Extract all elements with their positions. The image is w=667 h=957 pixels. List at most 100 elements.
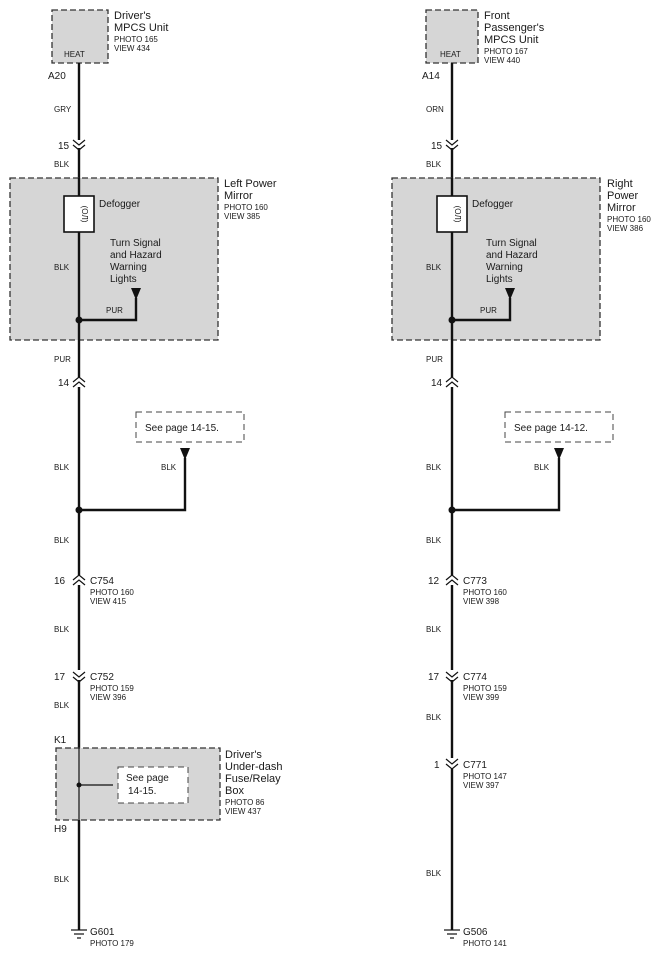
right-c773-symbol (445, 574, 459, 586)
left-mpcs-view: VIEW 434 (114, 44, 151, 53)
left-c754-pin: 16 (54, 576, 66, 587)
left-connector-14-pin: 14 (58, 378, 70, 389)
right-mpcs-name-3: MPCS Unit (484, 34, 538, 46)
left-c754-name: C754 (90, 576, 114, 587)
left-pin-k1: K1 (54, 735, 67, 746)
right-mpcs-heat-label: HEAT (440, 50, 461, 59)
left-turn-signal-3: Warning (110, 262, 147, 273)
left-mpcs-heat-label: HEAT (64, 50, 85, 59)
right-mirror-blk-label: BLK (426, 263, 442, 272)
right-see-page-note (504, 411, 614, 443)
left-turn-signal-arrow (131, 288, 141, 300)
left-connector-14-symbol (72, 376, 86, 388)
right-note-arrow (554, 448, 564, 460)
left-wire-gry-label: GRY (54, 105, 72, 114)
right-turn-signal-2: and Hazard (486, 250, 538, 261)
left-fuse-box-name-4: Box (225, 785, 244, 797)
left-c752-view: VIEW 396 (90, 693, 127, 702)
left-circuit: HEAT Driver's MPCS Unit PHOTO 165 VIEW 4… (9, 9, 282, 948)
right-c771-photo: PHOTO 147 (463, 772, 507, 781)
right-circuit: HEAT Front Passenger's MPCS Unit PHOTO 1… (391, 9, 651, 948)
left-wire-blk-note (79, 458, 187, 512)
right-c771-symbol (445, 758, 459, 770)
right-wire-blk-1-label: BLK (426, 160, 442, 169)
right-turn-signal-3: Warning (486, 262, 523, 273)
left-fuse-see-page-1: See page (126, 773, 169, 784)
left-ground-name: G601 (90, 927, 115, 938)
right-wire-blk-3-label: BLK (426, 536, 442, 545)
right-mirror-view: VIEW 386 (607, 224, 644, 233)
left-wire-pur-inner-label: PUR (106, 306, 123, 315)
right-c774-pin: 17 (428, 672, 440, 683)
left-wire-blk-3-label: BLK (54, 536, 70, 545)
left-note-arrow (180, 448, 190, 460)
left-pin-h9: H9 (54, 824, 67, 835)
right-mpcs-unit-box (425, 9, 479, 64)
left-wire-blk-6-label: BLK (54, 875, 70, 884)
left-wire-pur-inner (79, 298, 138, 322)
right-ground-name: G506 (463, 927, 488, 938)
right-connector-14-pin: 14 (431, 378, 443, 389)
left-mpcs-name-2: MPCS Unit (114, 22, 168, 34)
left-c752-name: C752 (90, 672, 114, 683)
left-power-mirror-box (9, 177, 219, 341)
right-wire-blk-note-label: BLK (534, 463, 550, 472)
right-c773-photo: PHOTO 160 (463, 588, 507, 597)
right-wire-pur-label: PUR (426, 355, 443, 364)
right-turn-signal-4: Lights (486, 274, 513, 285)
right-mpcs-name-1: Front (484, 10, 510, 22)
right-turn-signal-1: Turn Signal (486, 238, 537, 249)
right-defogger-heater-label: (ОЛ) (453, 206, 462, 223)
right-turn-signal-arrow (505, 288, 515, 300)
left-mirror-name-2: Mirror (224, 190, 253, 202)
right-connector-14-symbol (445, 376, 459, 388)
left-mirror-name-1: Left Power (224, 178, 277, 190)
left-c754-symbol (72, 574, 86, 586)
left-fuse-box-photo: PHOTO 86 (225, 798, 265, 807)
left-mpcs-name-1: Driver's (114, 10, 151, 22)
left-c752-pin: 17 (54, 672, 66, 683)
right-mirror-name-1: Right (607, 178, 633, 190)
left-defogger-label: Defogger (99, 199, 141, 210)
left-fuse-box-name-3: Fuse/Relay (225, 773, 281, 785)
left-wire-blk-5-label: BLK (54, 701, 70, 710)
left-mirror-blk-label: BLK (54, 263, 70, 272)
right-pin-a14: A14 (422, 71, 440, 82)
left-ground-icon (71, 929, 87, 939)
left-fuse-box-view: VIEW 437 (225, 807, 262, 816)
left-wire-pur-label: PUR (54, 355, 71, 364)
right-mpcs-photo: PHOTO 167 (484, 47, 528, 56)
left-wire-blk-2-label: BLK (54, 463, 70, 472)
left-turn-signal-4: Lights (110, 274, 137, 285)
right-c771-view: VIEW 397 (463, 781, 500, 790)
right-c774-view: VIEW 399 (463, 693, 500, 702)
left-mpcs-photo: PHOTO 165 (114, 35, 158, 44)
right-ground-icon (444, 929, 460, 939)
right-c773-pin: 12 (428, 576, 440, 587)
right-mirror-name-3: Mirror (607, 202, 636, 214)
right-c773-name: C773 (463, 576, 487, 587)
left-mirror-photo: PHOTO 160 (224, 203, 268, 212)
right-c774-name: C774 (463, 672, 487, 683)
right-c773-view: VIEW 398 (463, 597, 500, 606)
right-see-page-text: See page 14-12. (514, 423, 588, 434)
left-fuse-see-page-2: 14-15. (128, 786, 156, 797)
right-wire-pur-inner (452, 298, 512, 322)
left-mpcs-unit-box (51, 9, 109, 64)
left-mirror-view: VIEW 385 (224, 212, 261, 221)
right-defogger-label: Defogger (472, 199, 514, 210)
right-wire-blk-4-label: BLK (426, 625, 442, 634)
right-c771-name: C771 (463, 760, 487, 771)
left-c752-photo: PHOTO 159 (90, 684, 134, 693)
right-mirror-photo: PHOTO 160 (607, 215, 651, 224)
right-mpcs-view: VIEW 440 (484, 56, 521, 65)
left-wire-blk-4-label: BLK (54, 625, 70, 634)
right-defogger-element (436, 195, 468, 233)
left-fuse-box-name-2: Under-dash (225, 761, 282, 773)
right-mirror-name-2: Power (607, 190, 639, 202)
left-c754-photo: PHOTO 160 (90, 588, 134, 597)
right-connector-15-pin: 15 (431, 141, 443, 152)
right-wire-blk-5-label: BLK (426, 713, 442, 722)
right-wire-blk-2-label: BLK (426, 463, 442, 472)
left-fuse-see-page-note (117, 766, 189, 804)
